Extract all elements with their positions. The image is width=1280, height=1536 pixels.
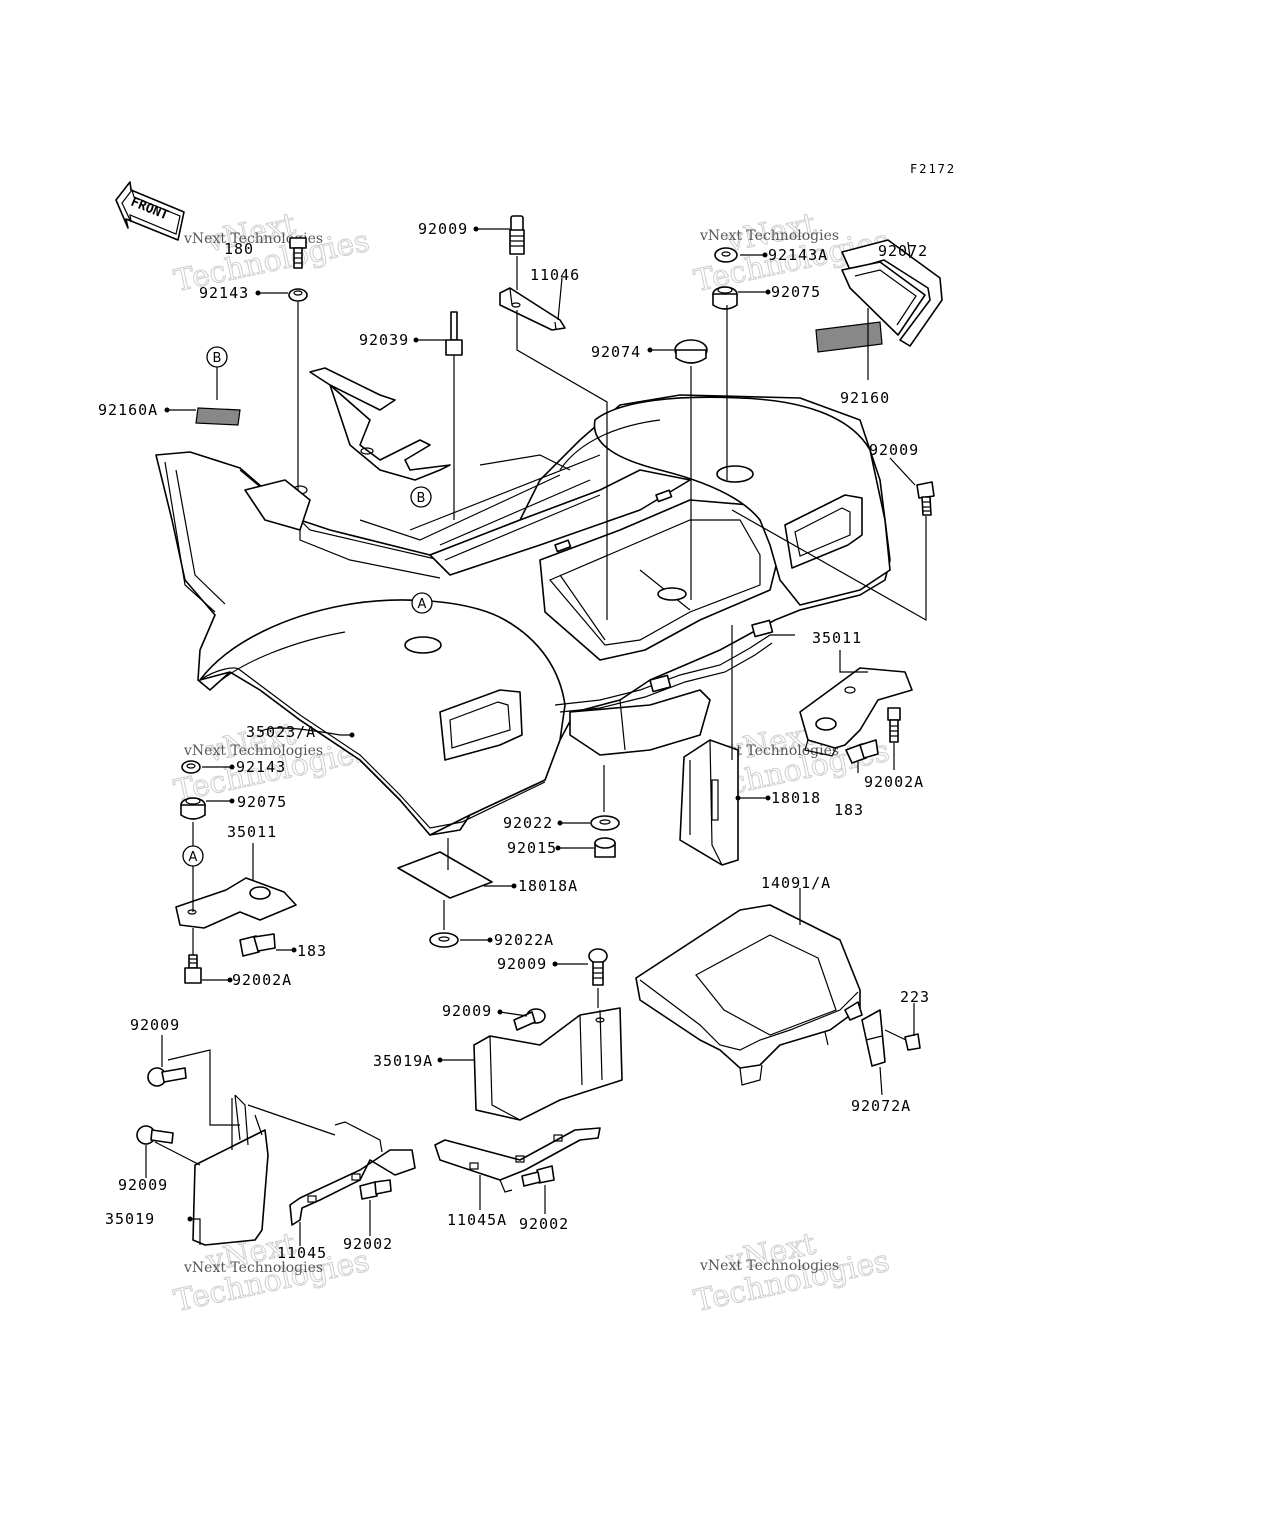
pin-92039: [445, 311, 463, 356]
label-11046: 11046: [530, 266, 580, 284]
bracket-11046: [499, 287, 566, 331]
label-35019: 35019: [105, 1210, 155, 1228]
label-92143: 92143: [236, 758, 286, 776]
label-92002A: 92002A: [864, 773, 924, 791]
label-11045A: 11045A: [447, 1211, 507, 1229]
front-arrow-icon: FRONT: [115, 181, 185, 241]
bracket-11045: [247, 1104, 416, 1226]
label-92009: 92009: [418, 220, 468, 238]
plate-35019: [192, 1094, 269, 1246]
label-35019A: 35019A: [373, 1052, 433, 1070]
plate-35019A: [473, 1007, 623, 1121]
bolt-92009-mid2: [513, 1008, 546, 1031]
bolt-92002A-left: [184, 954, 202, 984]
label-35023A: 35023/A: [246, 723, 316, 741]
bolt-92002-right: [521, 1165, 555, 1187]
part-labels: 92009 11046 180 92143 92039 92160A 92143…: [98, 220, 930, 1262]
watermark-small: vNext Technologies: [183, 231, 323, 247]
bracket-35011-right: [799, 667, 913, 757]
leader-dots: [164, 226, 771, 1222]
label-180: 180: [224, 240, 254, 258]
label-223: 223: [900, 988, 930, 1006]
nut-92015: [594, 837, 616, 858]
label-92143: 92143: [199, 284, 249, 302]
watermark: vNext Technologies vNext Technologies vN…: [171, 206, 893, 1320]
label-183: 183: [297, 942, 327, 960]
label-11045: 11045: [277, 1244, 327, 1262]
callout-a-left: A: [182, 845, 204, 867]
label-92009: 92009: [442, 1002, 492, 1020]
leader-lines: [145, 228, 927, 1246]
label-92160: 92160: [840, 389, 890, 407]
watermark-small: vNext Technologies: [699, 228, 839, 244]
bolt-183-left: [239, 933, 276, 957]
plate-18018: [679, 739, 739, 866]
label-14091A: 14091/A: [761, 874, 831, 892]
bolt-92009-top: [509, 215, 525, 255]
label-92009: 92009: [118, 1176, 168, 1194]
bolt-92009-lower2: [136, 1125, 174, 1145]
washer-92143A: [714, 247, 738, 263]
washer-92022A: [429, 932, 459, 948]
label-92015: 92015: [507, 839, 557, 857]
svg-text:B: B: [417, 491, 426, 506]
callout-a-fender: A: [411, 592, 433, 614]
callout-b-fender: B: [410, 486, 432, 508]
washer-92022: [590, 815, 620, 831]
label-92160A: 92160A: [98, 401, 158, 419]
label-35011: 35011: [812, 629, 862, 647]
svg-text:A: A: [418, 597, 427, 612]
label-92072A: 92072A: [851, 1097, 911, 1115]
watermark-small: vNext Technologies: [699, 1258, 839, 1274]
rear-fender: [155, 367, 891, 836]
bracket-11045A: [434, 1127, 601, 1193]
label-92002: 92002: [343, 1235, 393, 1253]
label-92009: 92009: [130, 1016, 180, 1034]
label-92074: 92074: [591, 343, 641, 361]
pad-92160: [815, 321, 883, 353]
label-92002: 92002: [519, 1215, 569, 1233]
watermark-small: vNext Technologies: [183, 1260, 323, 1276]
bolt-92002A-right: [887, 707, 901, 743]
label-92143A: 92143A: [768, 246, 828, 264]
strap-92072: [841, 239, 943, 347]
bolt-92009-mid: [588, 948, 608, 986]
callout-b-top: B: [206, 346, 228, 368]
label-92009: 92009: [497, 955, 547, 973]
plate-18018A: [397, 851, 493, 899]
pad-92160A: [195, 407, 241, 426]
grommet-92143-top: [288, 288, 308, 302]
label-92009: 92009: [869, 441, 919, 459]
bolt-92009-lower1: [147, 1067, 187, 1087]
cap-92074: [674, 339, 708, 364]
grommet-92075-left: [180, 797, 206, 820]
svg-text:B: B: [213, 351, 222, 366]
strap-92072A: [844, 1001, 886, 1067]
bolt-180: [289, 237, 307, 269]
watermark-small: vNext Technologies: [183, 743, 323, 759]
washer-92143-left: [181, 760, 201, 774]
label-18018A: 18018A: [518, 877, 578, 895]
label-92022A: 92022A: [494, 931, 554, 949]
label-183: 183: [834, 801, 864, 819]
cover-14091A: [635, 904, 861, 1086]
grommet-92075-top: [712, 286, 738, 310]
label-92022: 92022: [503, 814, 553, 832]
screw-223: [884, 1029, 921, 1051]
svg-text:A: A: [189, 850, 198, 865]
label-92002A: 92002A: [232, 971, 292, 989]
label-35011: 35011: [227, 823, 277, 841]
figure-code: F2172: [910, 162, 956, 176]
label-92072: 92072: [878, 242, 928, 260]
label-92075: 92075: [771, 283, 821, 301]
label-18018: 18018: [771, 789, 821, 807]
bolt-92009-right: [916, 481, 935, 516]
label-92039: 92039: [359, 331, 409, 349]
label-92075: 92075: [237, 793, 287, 811]
bracket-35011-left: [175, 877, 297, 929]
bolt-92002-left: [359, 1179, 392, 1200]
bolt-183-right: [845, 739, 879, 764]
